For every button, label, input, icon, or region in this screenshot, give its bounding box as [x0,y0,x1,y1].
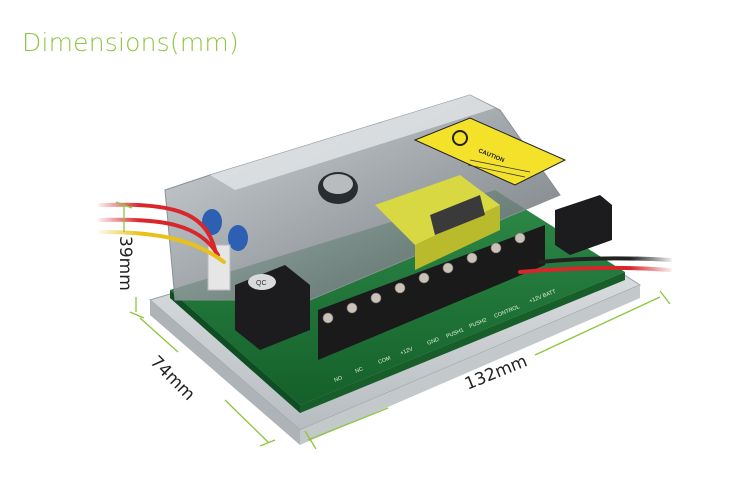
output-wires [518,250,675,278]
svg-text:+12V: +12V [400,346,415,357]
transformer [375,175,500,270]
svg-text:NC: NC [355,366,365,375]
svg-text:GND: GND [427,337,441,347]
relay-left: QC [235,265,310,350]
svg-text:NO: NO [334,375,345,384]
page-title: Dimensions(mm) [22,28,239,57]
dimension-lines [115,201,671,450]
width-dimension-line [307,407,389,441]
terminal-block [318,225,545,360]
capacitors [202,172,358,251]
height-dimension-label: 39mm [115,236,135,291]
relay-right [555,195,612,255]
esd-warning-icon [452,130,468,146]
svg-text:QC: QC [256,280,267,287]
depth-dimension-line [139,317,179,353]
svg-text:COM: COM [378,355,393,366]
caution-label: CAUTION [413,117,567,186]
